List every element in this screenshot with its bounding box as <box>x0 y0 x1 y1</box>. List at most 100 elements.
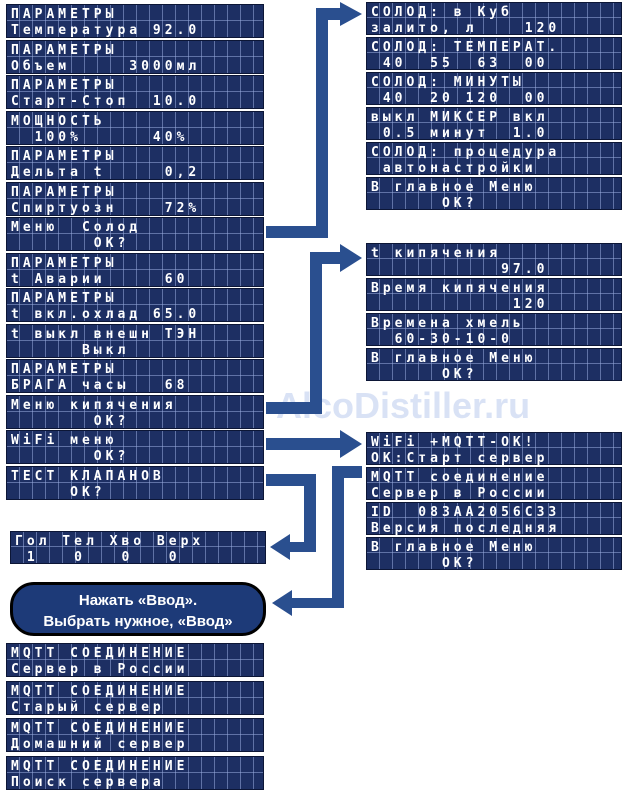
malt-menu-screen-line-1: выкл МИКСЕР вкл <box>371 110 549 125</box>
mqtt-menu-screen-line-1: MQTT СОЕДИНЕНИЕ <box>11 683 189 699</box>
main-menu-screen-line-2: 100% 40% <box>11 129 189 145</box>
main-menu-screen: МОЩНОСТЬ 100% 40% <box>6 110 264 145</box>
valve-test-screen-line-2: 1 0 0 0 <box>15 550 181 565</box>
main-menu-screen-line-1: ПАРАМЕТРЫ <box>11 362 118 377</box>
wifi-menu-screen: WiFi +MQTT-OK!ОК:Старт сервер <box>366 432 622 466</box>
wifi-menu-screen: В главное Меню ОК? <box>366 537 622 571</box>
arrow-to-malt-menu <box>266 2 362 238</box>
main-menu-screen-line-2: ОК? <box>11 484 106 500</box>
main-menu-screen-line-1: ПАРАМЕТРЫ <box>11 42 118 58</box>
boil-menu-screen-line-2: 97.0 <box>371 262 549 277</box>
main-menu-screen-line-2: Объем 3000мл <box>11 58 201 74</box>
wifi-menu-screen-line-1: В главное Меню <box>371 540 537 555</box>
main-menu-screen-line-2: Дельта t 0,2 <box>11 165 201 180</box>
mqtt-menu-screen-line-2: Сервер в России <box>11 662 189 677</box>
main-menu-screen-line-2: БРАГА часы 68 <box>11 378 189 393</box>
wifi-menu-screen-line-2: Сервер в России <box>371 486 549 501</box>
arrow-to-wifi-menu <box>266 430 362 458</box>
valve-test-screen-line-1: Гол Тел Хво Верх <box>15 534 205 549</box>
main-menu-screen-line-2: ОК? <box>11 236 130 251</box>
main-menu-screen-line-1: МОЩНОСТЬ <box>11 113 106 129</box>
main-menu-screen-line-1: Меню кипячения <box>11 397 177 413</box>
malt-menu-screen: СОЛОД: МИНУТЫ 40 20 120 00 <box>366 72 622 106</box>
main-menu-screen-line-2: Старт-Стоп 10.0 <box>11 94 201 109</box>
malt-menu-screen: выкл МИКСЕР вкл 0.5 минут 1.0 <box>366 107 622 141</box>
wifi-menu-screen-line-2: Версия последняя <box>371 521 561 536</box>
mqtt-menu-screen-line-2: Старый сервер <box>11 699 165 715</box>
malt-menu-screen-line-2: 0.5 минут 1.0 <box>371 126 549 141</box>
malt-menu-screen-line-2: залито, л 120 <box>371 21 561 36</box>
boil-menu-screen: В главное Меню ОК? <box>366 348 622 382</box>
boil-menu-screen-line-1: Время кипячения <box>371 281 549 296</box>
main-menu-screen-line-1: ПАРАМЕТРЫ <box>11 78 118 93</box>
malt-menu-screen-line-1: СОЛОД: в Куб <box>371 5 513 20</box>
malt-menu-screen-line-2: ОК? <box>371 196 478 211</box>
wifi-menu-screen-line-2: ОК:Старт сервер <box>371 451 549 466</box>
mqtt-menu-screen-line-1: MQTT СОЕДИНЕНИЕ <box>11 758 189 774</box>
boil-menu-screen: Время кипячения 120 <box>366 278 622 312</box>
main-menu-screen: Меню Солод ОК? <box>6 217 264 251</box>
mqtt-menu-screen-line-2: Поиск сервера <box>11 774 165 790</box>
wifi-menu-screen-line-1: MQTT соединение <box>371 470 549 485</box>
mqtt-menu-screen-line-1: MQTT СОЕДИНЕНИЕ <box>11 721 189 736</box>
main-menu-screen-line-2: ОК? <box>11 449 130 464</box>
main-menu-screen-line-2: ОК? <box>11 413 130 429</box>
arrow-to-mqtt-menu <box>272 466 362 616</box>
main-menu-screen-line-1: ПАРАМЕТРЫ <box>11 184 118 200</box>
wifi-menu-screen-line-2: ОК? <box>371 556 478 571</box>
main-menu-screen-line-1: t выкл внешн ТЭН <box>11 326 201 342</box>
malt-menu-screen-line-1: СОЛОД: ТЕМПЕРАТ. <box>371 40 561 55</box>
malt-menu-screen-line-1: В главное Меню <box>371 180 537 195</box>
main-menu-screen-line-2: Спиртуозн 72% <box>11 200 201 216</box>
instruction-callout: Нажать «Ввод». Выбрать нужное, «Ввод» <box>10 582 266 636</box>
malt-menu-screen-line-2: автонастройки <box>371 161 537 176</box>
main-menu-screen-line-2: t вкл.охлад 65.0 <box>11 307 201 322</box>
main-menu-screen-line-1: WiFi меню <box>11 433 118 448</box>
malt-menu-screen-line-2: 40 55 63 00 <box>371 56 549 71</box>
arrow-to-boil-menu <box>266 244 362 414</box>
callout-line-2: Выбрать нужное, «Ввод» <box>43 613 233 630</box>
boil-menu-screen-line-1: t кипячения <box>371 246 502 261</box>
main-menu-screen: ТЕСТ КЛАПАНОВ ОК? <box>6 465 264 500</box>
malt-menu-screen: СОЛОД: процедура автонастройки <box>366 142 622 176</box>
main-menu-screen-line-2: Температура 92.0 <box>11 23 201 38</box>
main-menu-screen-line-1: ТЕСТ КЛАПАНОВ <box>11 468 165 484</box>
main-menu-screen-line-1: Меню Солод <box>11 220 142 235</box>
arrow-to-valve-test <box>266 474 316 560</box>
main-menu-screen-line-2: t Аварии 60 <box>11 271 189 287</box>
malt-menu-screen: СОЛОД: ТЕМПЕРАТ. 40 55 63 00 <box>366 37 622 71</box>
main-menu-screen-line-1: ПАРАМЕТРЫ <box>11 149 118 164</box>
malt-menu-screen-line-1: СОЛОД: МИНУТЫ <box>371 75 525 90</box>
main-menu-screen-line-1: ПАРАМЕТРЫ <box>11 255 118 271</box>
boil-menu-screen-line-2: 120 <box>371 297 549 312</box>
main-menu-screen-line-2: Выкл <box>11 342 130 358</box>
main-menu-screen-line-1: ПАРАМЕТРЫ <box>11 291 118 306</box>
main-menu-screen: Меню кипячения ОК? <box>6 394 264 429</box>
mqtt-menu-screen-line-1: MQTT СОЕДИНЕНИЕ <box>11 646 189 661</box>
malt-menu-screen-line-1: СОЛОД: процедура <box>371 145 561 160</box>
malt-menu-screen-line-2: 40 20 120 00 <box>371 91 549 106</box>
boil-menu-screen: Времена хмель 60-30-10-0 <box>366 313 622 347</box>
valve-test-screen: Гол Тел Хво Верх 1 0 0 0 <box>10 531 266 565</box>
boil-menu-screen: t кипячения 97.0 <box>366 243 622 277</box>
boil-menu-screen-line-2: 60-30-10-0 <box>371 332 513 347</box>
main-menu-screen: t выкл внешн ТЭН Выкл <box>6 323 264 358</box>
main-menu-screen: WiFi меню ОК? <box>6 430 264 464</box>
boil-menu-screen-line-1: В главное Меню <box>371 351 537 366</box>
malt-menu-screen: В главное Меню ОК? <box>366 177 622 211</box>
